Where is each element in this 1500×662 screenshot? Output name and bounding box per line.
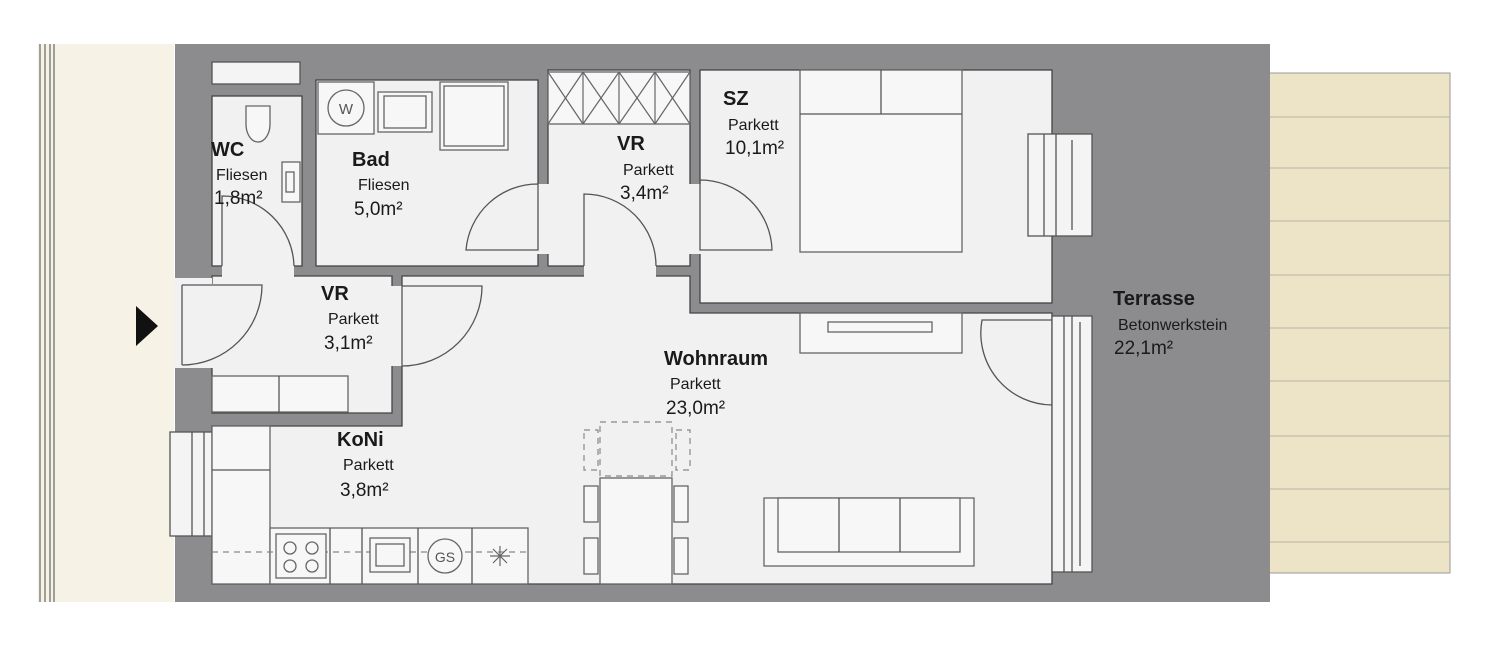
facade-edge (39, 44, 55, 602)
svg-text:Fliesen: Fliesen (216, 167, 268, 184)
svg-text:3,8m²: 3,8m² (340, 480, 389, 501)
svg-text:1,8m²: 1,8m² (214, 188, 263, 209)
svg-text:23,0m²: 23,0m² (666, 398, 725, 419)
svg-text:Parkett: Parkett (728, 117, 779, 134)
door-swings (181, 179, 1053, 406)
svg-text:10,1m²: 10,1m² (725, 138, 784, 159)
window-sz (1027, 133, 1093, 237)
window-top-left (211, 61, 301, 85)
double-bed (799, 69, 963, 253)
stove-icon (275, 533, 327, 579)
wardrobe (547, 71, 691, 125)
svg-text:Wohnraum: Wohnraum (664, 348, 768, 370)
svg-text:VR: VR (617, 133, 645, 155)
room-label-terrasse: Terrasse Betonwerkstein 22,1m² (1113, 288, 1227, 359)
svg-text:W: W (339, 101, 354, 118)
door-vr-entry (401, 285, 483, 367)
door-wc (221, 195, 295, 267)
room-label-wohnraum: Wohnraum Parkett 23,0m² (664, 348, 768, 419)
svg-text:VR: VR (321, 283, 349, 305)
washer-icon (327, 89, 365, 127)
window-kitchen (169, 431, 213, 537)
room-label-bad: Bad Fliesen 5,0m² (352, 149, 410, 220)
svg-text:GS: GS (435, 549, 455, 565)
svg-text:Fliesen: Fliesen (358, 177, 410, 194)
bad-fixtures: W (317, 81, 509, 151)
svg-text:Parkett: Parkett (623, 162, 674, 179)
kitchen: GS (211, 425, 529, 585)
door-terrace (980, 319, 1053, 406)
door-vr-top (583, 193, 657, 267)
svg-text:22,1m²: 22,1m² (1114, 338, 1173, 359)
room-label-wc: WC Fliesen 1,8m² (211, 139, 268, 209)
svg-text:3,1m²: 3,1m² (324, 333, 373, 354)
svg-text:WC: WC (211, 139, 244, 161)
room-label-sz: SZ Parkett 10,1m² (723, 88, 784, 159)
room-label-koni: KoNi Parkett 3,8m² (337, 429, 394, 501)
kitchen-sink-icon (369, 537, 411, 573)
toilet-icon (245, 105, 271, 143)
entry-cabinet (211, 375, 349, 413)
svg-text:SZ: SZ (723, 88, 749, 110)
svg-text:Betonwerkstein: Betonwerkstein (1118, 317, 1227, 334)
svg-text:Parkett: Parkett (343, 457, 394, 474)
sofa (763, 497, 975, 567)
svg-text:KoNi: KoNi (337, 429, 384, 451)
door-bad (465, 183, 539, 251)
svg-text:5,0m²: 5,0m² (354, 199, 403, 220)
svg-text:Bad: Bad (352, 149, 390, 171)
freezer-icon (490, 546, 510, 566)
door-openings (174, 184, 702, 368)
dining-table (583, 421, 691, 585)
tv-sideboard (799, 312, 963, 354)
svg-text:Terrasse: Terrasse (1113, 288, 1195, 310)
entrance-arrow-icon (136, 306, 158, 346)
wc-fixtures (245, 105, 301, 203)
door-sz (699, 179, 773, 251)
door-entrance (181, 284, 263, 366)
room-label-vr-entry: VR Parkett 3,1m² (321, 283, 379, 354)
svg-text:3,4m²: 3,4m² (620, 183, 669, 204)
room-label-vr-top: VR Parkett 3,4m² (617, 133, 674, 204)
dishwasher-icon: GS (427, 538, 463, 574)
svg-text:Parkett: Parkett (670, 376, 721, 393)
svg-text:Parkett: Parkett (328, 311, 379, 328)
windows (169, 61, 1093, 573)
